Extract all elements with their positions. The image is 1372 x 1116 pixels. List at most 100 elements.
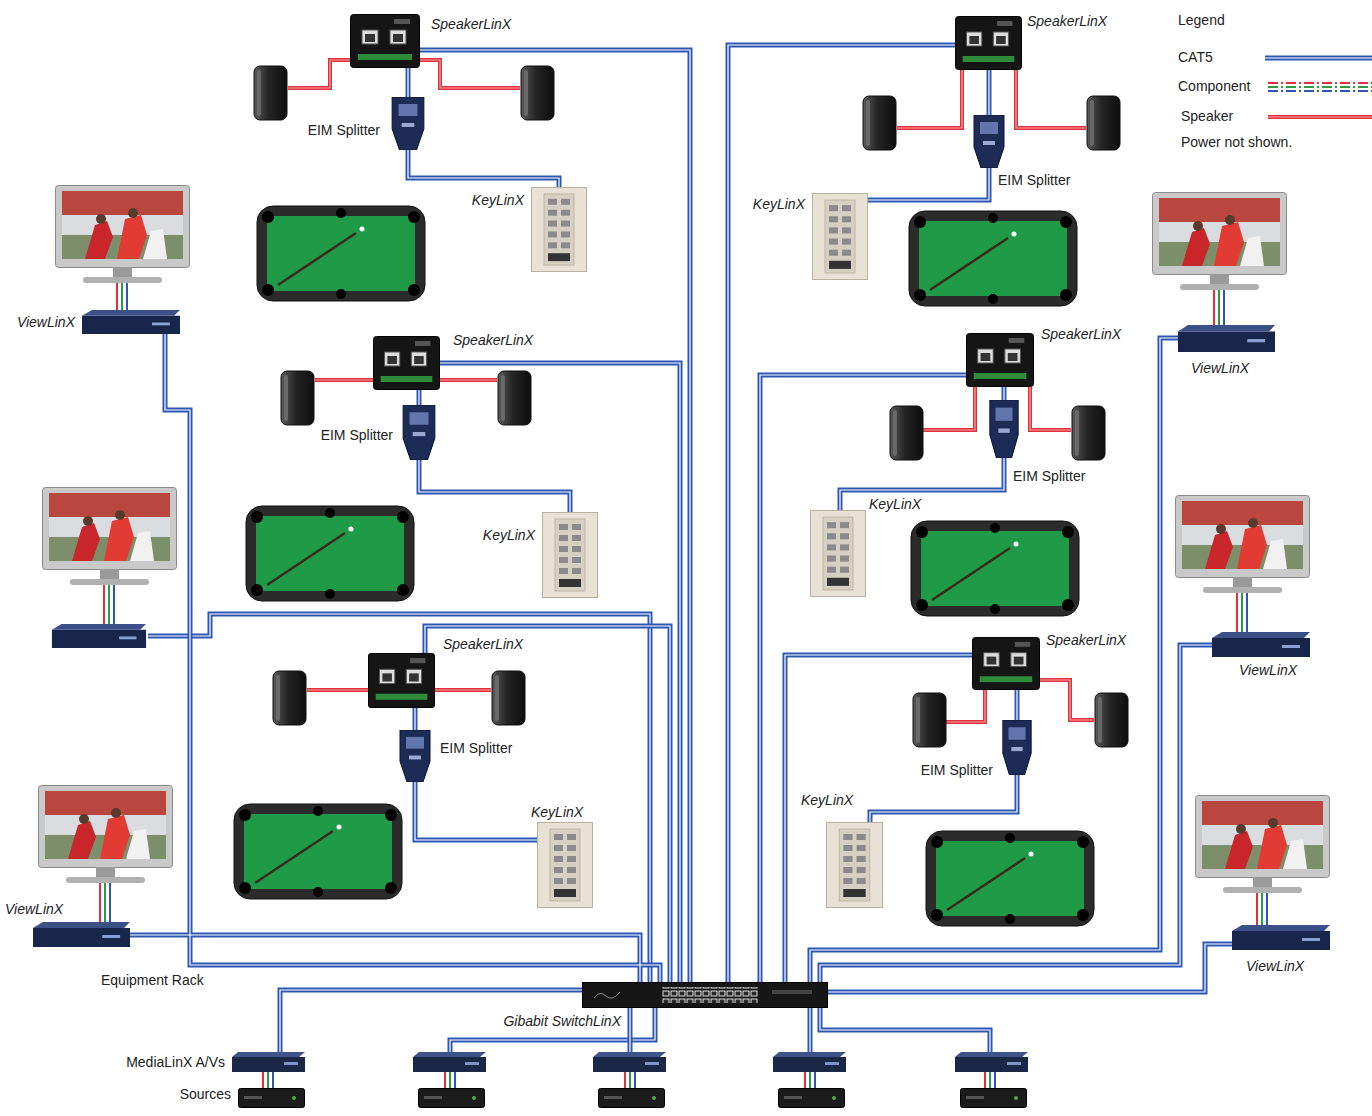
source-unit: Sources [238, 1088, 305, 1108]
speakerlinx-unit-icon [955, 16, 1022, 70]
speaker-wire [315, 378, 373, 382]
device-label: SpeakerLinX [442, 636, 524, 652]
speakerlinx-unit-picture [955, 17, 1021, 70]
speakerlinx-unit: SpeakerLinX [955, 16, 1022, 70]
speakerlinx-unit: SpeakerLinX [966, 333, 1034, 387]
cat5-cable [425, 626, 670, 982]
speaker-wire [1016, 70, 1086, 128]
cable-core [415, 782, 537, 840]
cat5-cable [415, 782, 537, 840]
viewlinx-unit-picture [1178, 325, 1275, 352]
cat5-cable [165, 334, 660, 982]
source-unit [961, 1089, 1027, 1108]
cable-core [148, 614, 650, 982]
cat5-cable [148, 614, 650, 982]
eim-splitter: EIM Splitter [971, 115, 1007, 168]
source-unit-picture [239, 1089, 305, 1108]
cable-core [418, 390, 419, 405]
cable-core [868, 168, 989, 200]
speaker [1095, 693, 1128, 747]
television [1196, 796, 1330, 894]
cable-core [988, 70, 989, 115]
keylinx-keypad-icon [531, 187, 587, 272]
pool-table [909, 211, 1077, 306]
device-label: MediaLinX A/Vs [125, 1054, 226, 1070]
device-label: ViewLinX [1238, 662, 1298, 678]
medialinx-unit-picture [232, 1052, 305, 1072]
device-label: KeyLinX [868, 496, 922, 512]
eim-splitter-icon [389, 97, 427, 150]
device-label: KeyLinX [471, 192, 525, 208]
legend-sample [1268, 115, 1372, 119]
cat5-cable [408, 150, 559, 187]
cable-core [760, 375, 966, 982]
speaker-wire [923, 387, 975, 430]
speakerlinx-unit-picture [351, 15, 420, 68]
cat5-cable [1002, 387, 1007, 400]
eim-splitter-icon [1000, 720, 1034, 775]
viewlinx-unit [52, 624, 146, 648]
keylinx-keypad: KeyLinX [537, 822, 593, 908]
speaker-wire [435, 688, 491, 692]
source-unit [779, 1089, 845, 1108]
speaker-wire [420, 60, 520, 88]
device-label: ViewLinX [1190, 360, 1250, 376]
cat5-cable [413, 708, 418, 730]
cable-core [1016, 690, 1017, 720]
speakerlinx-unit-picture [966, 334, 1033, 387]
cable-core [820, 645, 1212, 982]
device-label: ViewLinX [4, 901, 64, 917]
speaker-wire [897, 70, 962, 128]
source-unit [599, 1089, 665, 1108]
pool-table [234, 804, 402, 899]
note: Power not shown. [1180, 134, 1293, 150]
source-unit-icon [238, 1088, 305, 1108]
pool-table [926, 831, 1094, 926]
keylinx-keypad-icon [812, 193, 868, 280]
speaker-wire [307, 689, 368, 690]
component-blue [272, 1072, 274, 1088]
legend-entry: Component [1177, 78, 1251, 94]
speaker [254, 66, 287, 120]
cat5-cable [450, 1008, 655, 1052]
speaker-wire [288, 60, 350, 88]
device-label: EIM Splitter [1012, 468, 1086, 484]
legend-text: Component [1178, 78, 1250, 94]
speaker [913, 693, 946, 747]
cable-core [130, 935, 640, 982]
speaker [890, 406, 923, 460]
speakerlinx-unit-icon [966, 333, 1034, 387]
viewlinx-unit: ViewLinX [1232, 925, 1330, 950]
cat5-cable [810, 338, 1178, 982]
speaker [273, 671, 306, 725]
eim-splitter-icon [397, 730, 433, 782]
cable-core [785, 655, 972, 982]
viewlinx-unit-icon [82, 310, 180, 334]
device-label: SpeakerLinX [452, 332, 534, 348]
device-label: SpeakerLinX [1040, 326, 1122, 342]
legend-entry: CAT5 [1177, 49, 1214, 65]
speaker-wire [1030, 387, 1071, 430]
device-label: Gibabit SwitchLinX [502, 1013, 622, 1029]
cat5-cable [828, 944, 1232, 992]
speakerlinx-unit: SpeakerLinX [350, 14, 420, 68]
cable-core [419, 460, 570, 512]
viewlinx-unit-picture [1212, 632, 1310, 657]
medialinx-unit [955, 1052, 1028, 1072]
speaker-wire [897, 70, 962, 128]
speaker-wire [288, 60, 350, 88]
television [1176, 496, 1310, 594]
keylinx-keypad-picture [538, 823, 593, 908]
speaker [492, 671, 525, 725]
cat5-cable [808, 1008, 813, 1052]
speakerlinx-unit-icon [350, 14, 420, 68]
gigabit-switch-picture [583, 983, 828, 1008]
keylinx-keypad-picture [543, 513, 598, 598]
eim-splitter-icon [400, 405, 438, 460]
keylinx-keypad: KeyLinX [812, 193, 868, 280]
viewlinx-unit-picture [82, 310, 180, 334]
legend-sample [1268, 116, 1372, 117]
cable-core [828, 944, 1232, 992]
viewlinx-unit: ViewLinX [33, 922, 130, 947]
legend-heading: Legend [1177, 12, 1226, 28]
